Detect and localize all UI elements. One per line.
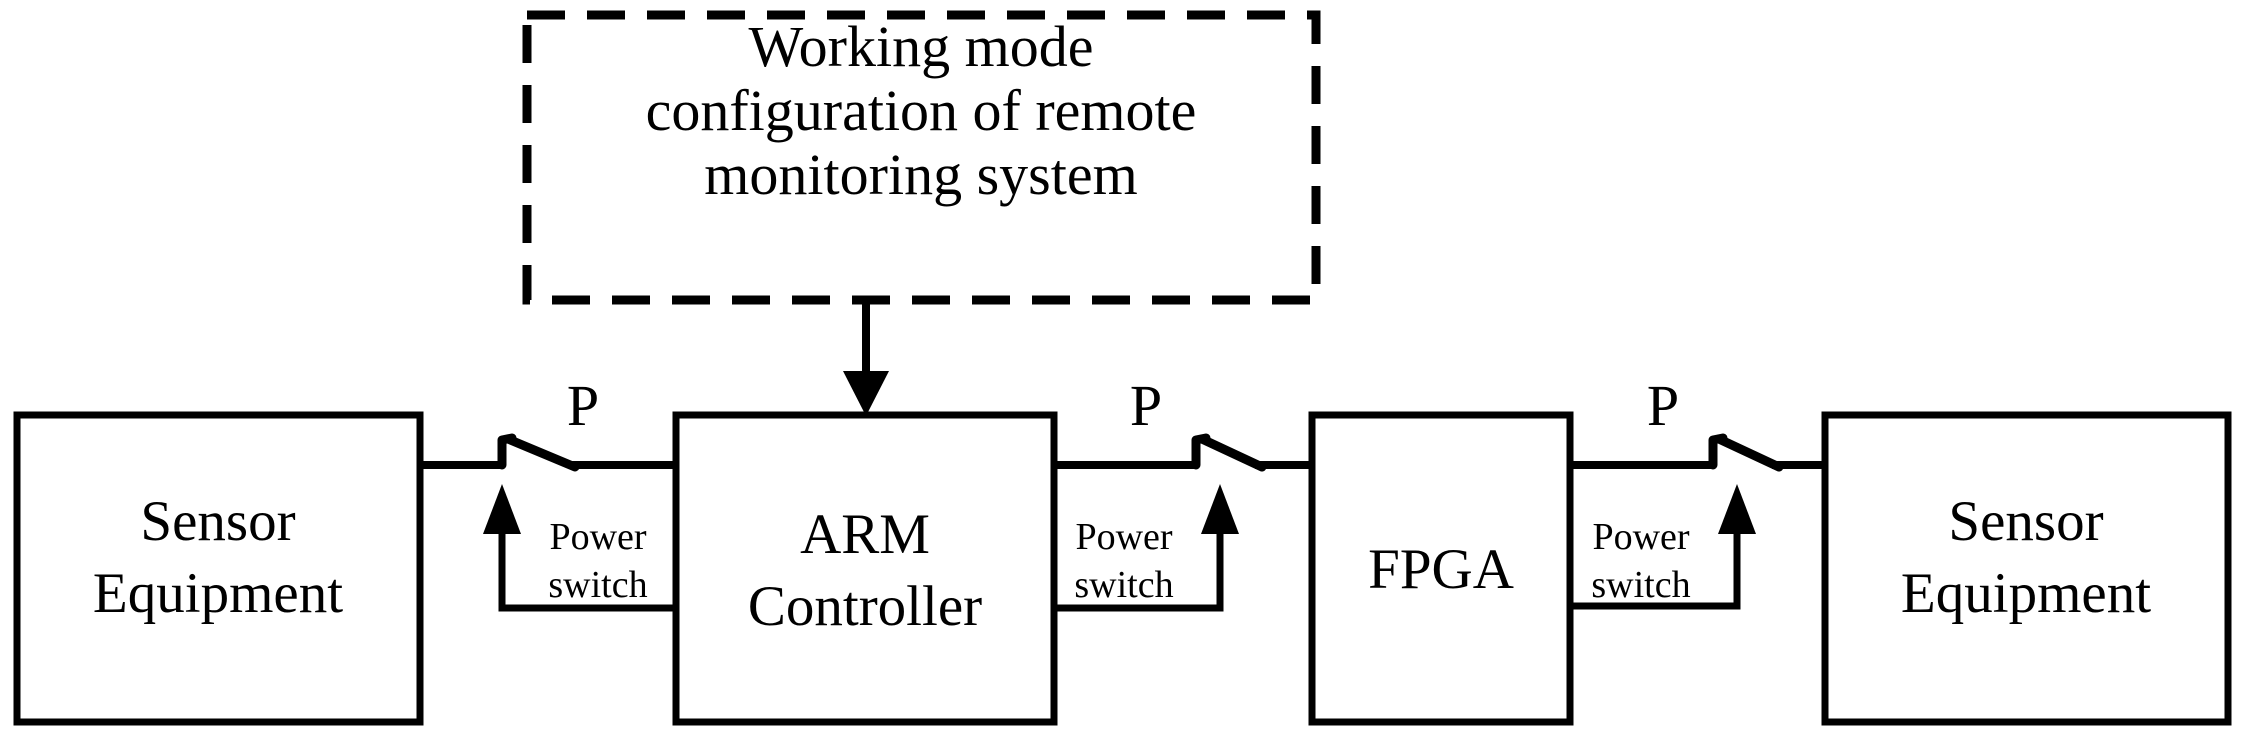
switch-2-control-arrowhead [1201,484,1239,534]
block-sensor-right: Sensor Equipment [1821,411,2232,726]
block-sensor-right-line-2: Equipment [1901,562,2151,625]
switch-2-blade [1197,434,1267,472]
switch-3-control-arrowhead [1718,484,1756,534]
switch-3-label-line-2: switch [1591,564,1690,606]
switch-1-terminal-label: P [567,373,599,438]
working-mode-config-box: Working mode configuration of remote mon… [522,10,1321,305]
config-arrow-head [843,371,889,416]
working-mode-config-line-1: Working mode [749,14,1094,79]
switch-2[interactable]: P Power switch [1054,373,1312,612]
switch-2-label-line-1: Power [1075,516,1172,558]
switch-1-blade [503,434,580,472]
switch-1-label-line-2: switch [548,564,647,606]
block-fpga: FPGA [1308,411,1574,726]
block-fpga-line-1: FPGA [1368,538,1514,601]
block-sensor-right-line-1: Sensor [1948,490,2103,553]
block-sensor-left-line-1: Sensor [140,490,295,553]
config-to-arm-arrow [843,300,889,416]
switch-2-label-line-2: switch [1074,564,1173,606]
block-sensor-left-border [13,411,424,726]
switch-3[interactable]: P Power switch [1570,373,1825,610]
block-fpga-border [1308,411,1574,726]
switch-1-label-line-1: Power [549,516,646,558]
block-sensor-right-border [1821,411,2232,726]
switch-3-control-line [1570,520,1741,610]
switch-1[interactable]: P Power switch [420,373,676,612]
switch-3-label-line-1: Power [1592,516,1689,558]
switch-3-terminal-label: P [1647,373,1679,438]
switch-2-terminal-label: P [1130,373,1162,438]
switch-2-control-line [1054,520,1224,612]
switch-1-control-arrowhead [483,484,521,534]
working-mode-config-line-3: monitoring system [704,142,1137,207]
block-arm-line-1: ARM [800,503,930,566]
switch-3-blade [1714,434,1784,472]
switch-1-control-line [498,520,676,612]
block-sensor-left: Sensor Equipment [13,411,424,726]
block-arm-controller-border [672,411,1058,726]
block-sensor-left-line-2: Equipment [93,562,343,625]
block-arm-line-2: Controller [748,575,982,638]
working-mode-config-border [522,10,1321,305]
working-mode-config-line-2: configuration of remote [646,78,1197,143]
block-arm-controller: ARM Controller [672,411,1058,726]
